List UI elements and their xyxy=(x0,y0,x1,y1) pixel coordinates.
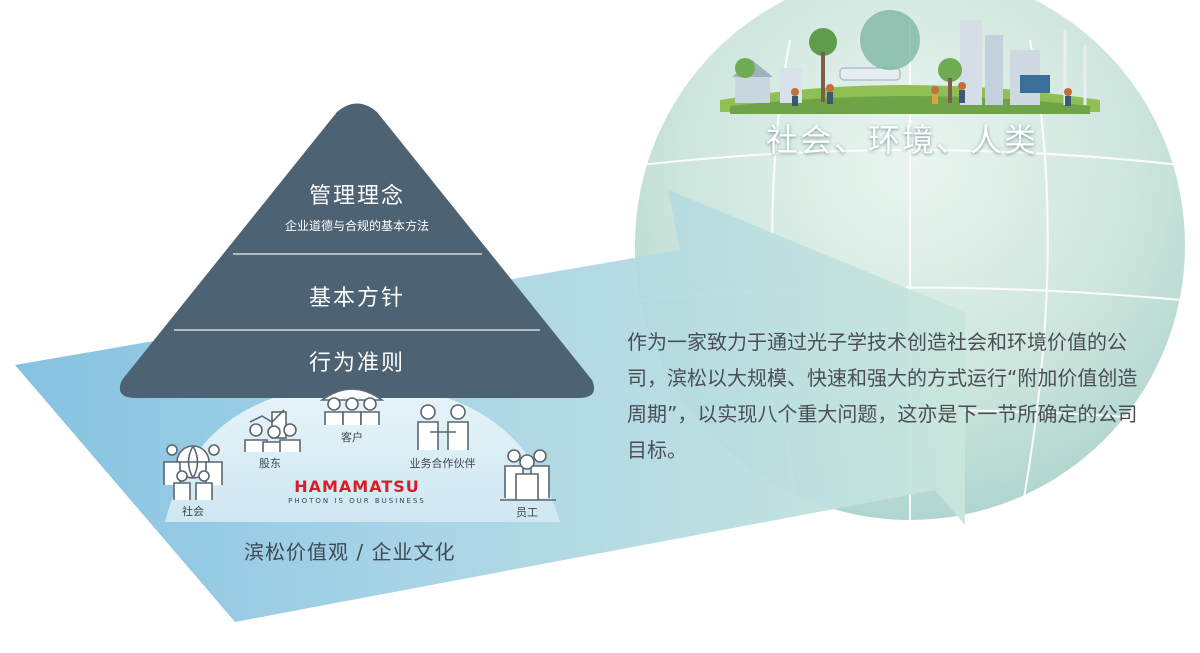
hamamatsu-logo: HAMAMATSU xyxy=(294,477,420,496)
stakeholder-label-employees: 员工 xyxy=(516,506,538,519)
stakeholder-label-partners: 业务合作伙伴 xyxy=(409,457,476,470)
pyramid-tier-1-title: 管理理念 xyxy=(308,184,405,209)
pyramid xyxy=(119,103,595,398)
hamamatsu-tagline: PHOTON IS OUR BUSINESS xyxy=(288,497,426,505)
pyramid-tier-1-subtitle: 企业道德与合规的基本方法 xyxy=(284,219,429,233)
pyramid-tier-3-title: 行为准则 xyxy=(308,351,405,376)
stakeholder-label-shareholders: 股东 xyxy=(259,457,281,470)
stakeholder-dome xyxy=(165,385,560,522)
shareholders-icon xyxy=(244,409,301,452)
stakeholder-label-society: 社会 xyxy=(182,505,204,518)
values-culture-label: 滨松价值观 / 企业文化 xyxy=(244,540,456,564)
globe-label: 社会、环境、人类 xyxy=(766,121,1039,159)
partners-icon xyxy=(417,404,469,450)
society-icon xyxy=(163,444,223,500)
employees-icon xyxy=(500,449,556,501)
stakeholder-label-customers: 客户 xyxy=(341,431,363,444)
landscape-illustration xyxy=(720,10,1100,114)
pyramid-tier-2-title: 基本方针 xyxy=(308,286,405,311)
customers-icon xyxy=(319,388,385,425)
description-text: 作为一家致力于通过光子学技术创造社会和环境价值的公司，滨松以大规模、快速和强大的… xyxy=(627,330,1138,462)
